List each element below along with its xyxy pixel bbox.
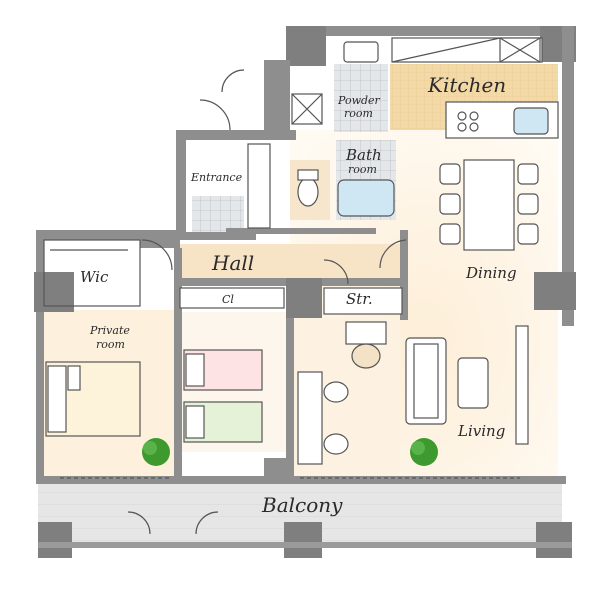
fixtures <box>43 37 559 535</box>
room-labels: Kitchen Powder room Bath room Entrance H… <box>80 73 517 517</box>
hall-label: Hall <box>211 251 254 275</box>
kitchen-label: Kitchen <box>427 73 506 97</box>
kitchen-sink <box>513 107 549 135</box>
private-room-label-2: room <box>96 338 125 351</box>
closet-label: Cl <box>222 293 234 306</box>
private-room-label: Private <box>89 324 130 337</box>
powder-tile <box>334 64 388 132</box>
dining-table <box>463 159 515 251</box>
hall-floor <box>180 244 406 278</box>
wic-label: Wic <box>80 268 109 286</box>
desk <box>297 371 323 465</box>
plants <box>142 438 438 466</box>
entrance-tile <box>192 196 244 232</box>
powder-sink <box>343 41 379 63</box>
living-label: Living <box>457 422 505 440</box>
dining-label: Dining <box>465 264 517 282</box>
powder-room-label-2: room <box>344 107 373 120</box>
balcony-label: Balcony <box>261 493 343 517</box>
bathtub <box>337 179 395 217</box>
stove-burner <box>457 111 467 121</box>
bath-room-label-2: room <box>348 163 377 176</box>
bath-room-label: Bath <box>345 146 382 164</box>
coffee-table <box>457 357 489 409</box>
powder-room-label: Powder <box>337 94 381 107</box>
entrance-label: Entrance <box>190 171 243 184</box>
tv-board <box>515 325 529 445</box>
toilet <box>297 177 319 207</box>
sofa <box>405 337 447 425</box>
storage-label: Str. <box>346 290 373 308</box>
walls <box>34 26 576 558</box>
